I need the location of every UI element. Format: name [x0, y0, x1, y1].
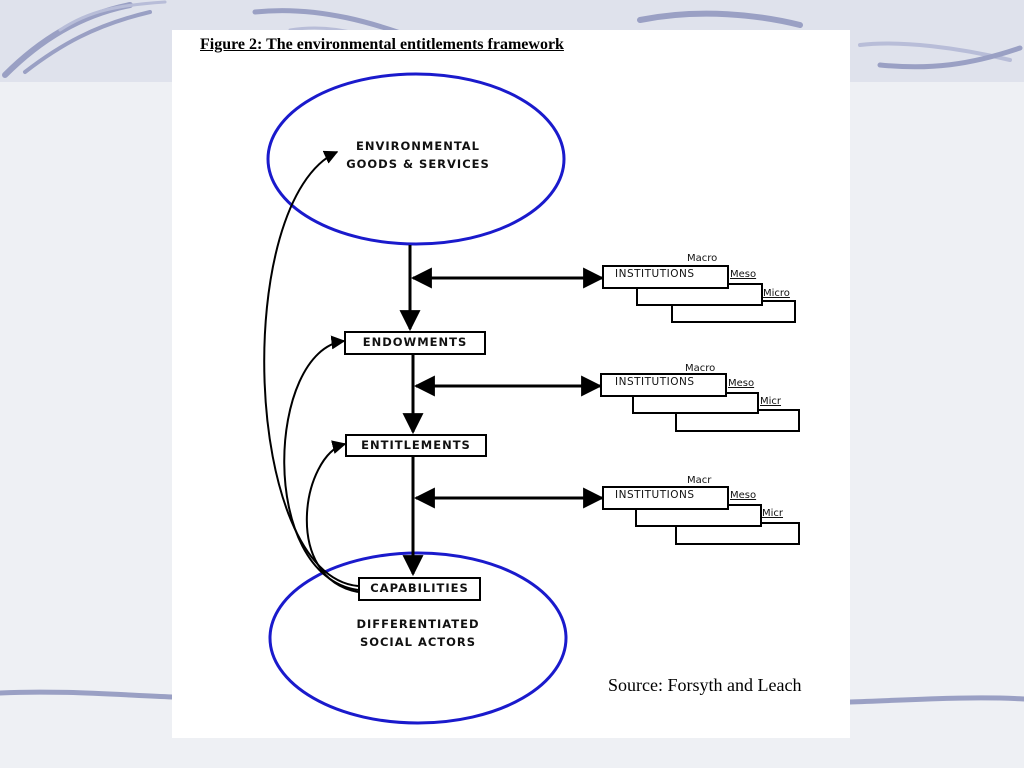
goods-services-ellipse [266, 72, 566, 246]
goods-services-line-2: GOODS & SERVICES [346, 157, 490, 171]
entitlements-diagram [263, 72, 800, 725]
social-actors-ellipse [268, 551, 568, 725]
institutions-label-2: INSTITUTIONS [615, 376, 695, 388]
institutions-stack-2 [600, 373, 800, 432]
source-caption: Source: Forsyth and Leach [608, 675, 802, 695]
figure-panel: Figure 2: The environmental entitlements… [172, 30, 850, 738]
macro-label-3: Macr [687, 475, 712, 486]
institutions-stack-3 [602, 486, 800, 545]
endowments-label: ENDOWMENTS [362, 335, 468, 349]
institutions-label-3: INSTITUTIONS [615, 489, 695, 501]
institutions-label-1: INSTITUTIONS [615, 268, 695, 280]
macro-label-2: Macro [685, 363, 716, 374]
social-actors-label: DIFFERENTIATED SOCIAL ACTORS [332, 615, 504, 651]
capabilities-box [358, 577, 481, 601]
feedback-arrow-to-goods [263, 150, 359, 587]
meso-label-1: Meso [730, 269, 757, 280]
figure-title: Figure 2: The environmental entitlements… [200, 36, 564, 53]
social-actors-line-2: SOCIAL ACTORS [359, 635, 477, 649]
capabilities-label: CAPABILITIES [370, 581, 469, 595]
meso-label-3: Meso [730, 490, 757, 501]
entitlements-box [345, 434, 487, 457]
micro-label-2: Micr [760, 396, 782, 407]
endowments-box [344, 331, 486, 355]
micro-label-1: Micro [763, 288, 790, 299]
feedback-arrow-to-entitlements [305, 440, 359, 593]
institutions-stack-1 [602, 265, 796, 323]
goods-services-label: ENVIRONMENTAL GOODS & SERVICES [332, 137, 504, 173]
social-actors-line-1: DIFFERENTIATED [356, 617, 480, 631]
goods-services-line-1: ENVIRONMENTAL [355, 139, 481, 153]
meso-label-2: Meso [728, 378, 755, 389]
macro-label-1: Macro [687, 253, 718, 264]
micro-label-3: Micr [762, 508, 784, 519]
entitlements-label: ENTITLEMENTS [361, 438, 471, 452]
